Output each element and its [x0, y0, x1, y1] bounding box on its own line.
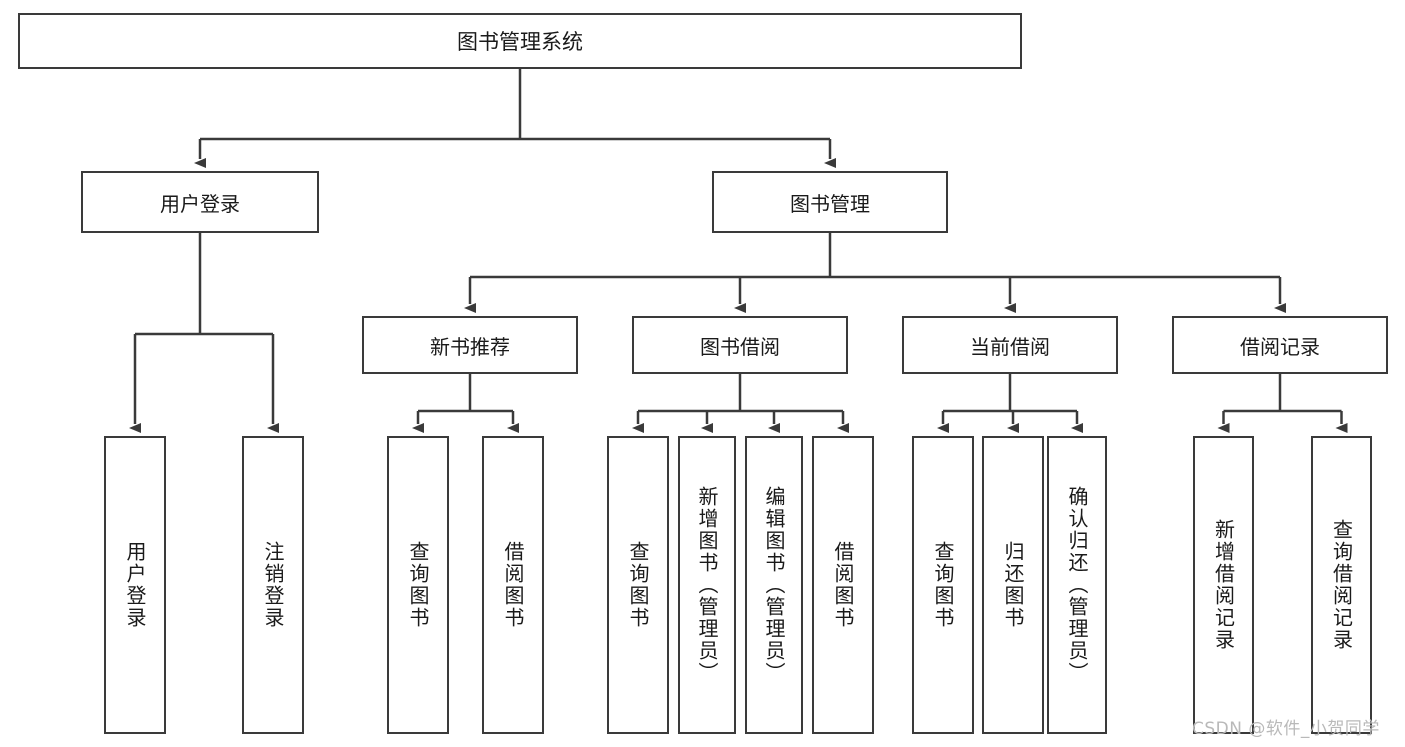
node-new-book-rec[interactable]: 新书推荐 [362, 316, 578, 374]
node-leaf-user-logout[interactable]: 注销登录 [242, 436, 304, 734]
node-leaf-query-book-2[interactable]: 查询图书 [607, 436, 669, 734]
node-leaf-query-book-1[interactable]: 查询图书 [387, 436, 449, 734]
node-leaf-query-borrow-record[interactable]: 查询借阅记录 [1311, 436, 1372, 734]
node-leaf-user-logout-label: 注销登录 [261, 541, 285, 629]
node-leaf-borrow-book-1-label: 借阅图书 [501, 541, 525, 629]
node-leaf-confirm-return-admin[interactable]: 确认归还（管理员） [1047, 436, 1107, 734]
node-leaf-add-borrow-record[interactable]: 新增借阅记录 [1193, 436, 1254, 734]
node-user-login[interactable]: 用户登录 [81, 171, 319, 233]
node-leaf-query-borrow-record-label: 查询借阅记录 [1329, 519, 1354, 651]
node-leaf-confirm-return-admin-label: 确认归还（管理员） [1065, 486, 1089, 684]
node-root[interactable]: 图书管理系统 [18, 13, 1022, 69]
node-leaf-edit-book-admin-label: 编辑图书（管理员） [762, 486, 786, 684]
node-leaf-add-borrow-record-label: 新增借阅记录 [1211, 519, 1236, 651]
node-current-borrow-label: 当前借阅 [970, 334, 1050, 359]
node-leaf-query-book-2-label: 查询图书 [626, 541, 650, 629]
node-current-borrow[interactable]: 当前借阅 [902, 316, 1118, 374]
node-leaf-edit-book-admin[interactable]: 编辑图书（管理员） [745, 436, 803, 734]
node-leaf-borrow-book-2[interactable]: 借阅图书 [812, 436, 874, 734]
node-leaf-borrow-book-1[interactable]: 借阅图书 [482, 436, 544, 734]
node-leaf-borrow-book-2-label: 借阅图书 [831, 541, 855, 629]
node-book-borrow[interactable]: 图书借阅 [632, 316, 848, 374]
node-leaf-user-login[interactable]: 用户登录 [104, 436, 166, 734]
node-leaf-add-book-admin[interactable]: 新增图书（管理员） [678, 436, 736, 734]
node-book-manage[interactable]: 图书管理 [712, 171, 948, 233]
node-new-book-rec-label: 新书推荐 [430, 334, 510, 359]
node-book-borrow-label: 图书借阅 [700, 334, 780, 359]
node-leaf-query-book-1-label: 查询图书 [406, 541, 430, 629]
node-leaf-user-login-label: 用户登录 [123, 541, 147, 629]
csdn-watermark: CSDN @软件_小贺同学 [1192, 719, 1380, 739]
node-root-label: 图书管理系统 [457, 30, 583, 54]
node-borrow-record-label: 借阅记录 [1240, 334, 1320, 359]
node-borrow-record[interactable]: 借阅记录 [1172, 316, 1388, 374]
node-user-login-label: 用户登录 [160, 191, 240, 216]
node-leaf-query-book-3-label: 查询图书 [931, 541, 955, 629]
node-leaf-query-book-3[interactable]: 查询图书 [912, 436, 974, 734]
node-leaf-return-book[interactable]: 归还图书 [982, 436, 1044, 734]
node-leaf-add-book-admin-label: 新增图书（管理员） [695, 486, 719, 684]
node-leaf-return-book-label: 归还图书 [1001, 541, 1025, 629]
node-book-manage-label: 图书管理 [790, 191, 870, 216]
